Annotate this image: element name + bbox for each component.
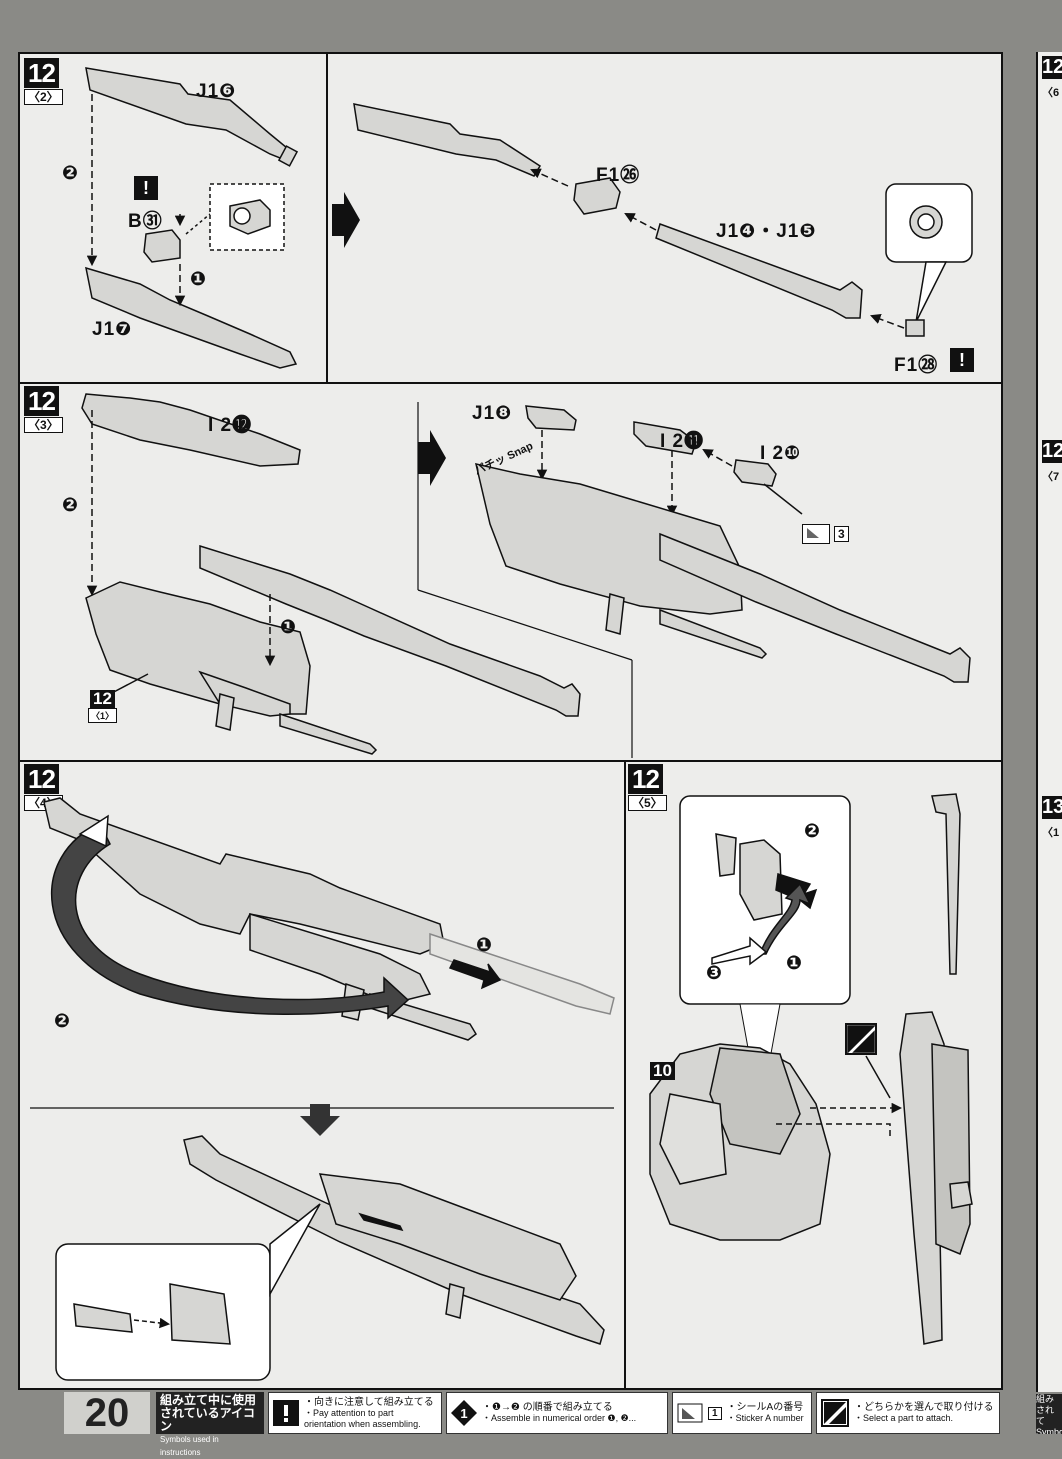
- legend-caution-text: ・向きに注意して組み立てる ・Pay attention to part ori…: [304, 1397, 437, 1430]
- order-3: ❸: [706, 963, 724, 984]
- label-i2-10: I 2❿: [760, 443, 802, 464]
- legend-order: 1 ・❶→❷ の順番で組み立てる ・Assemble in numerical …: [446, 1392, 668, 1434]
- order-2: ❷: [62, 495, 80, 516]
- legend-sticker-text: ・シールAの番号 ・Sticker A number: [727, 1402, 804, 1424]
- panel-5-art: [649, 793, 973, 1345]
- label-j1-6: J1❻: [196, 81, 237, 102]
- legend-select-text: ・どちらかを選んで取り付ける ・Select a part to attach.: [854, 1402, 994, 1424]
- label-i2-11: I 2⓫: [660, 431, 705, 452]
- instruction-page: 12 〈2〉 12 〈3〉 12 〈4〉 12 〈5〉: [18, 52, 1003, 1390]
- row-divider-2: [20, 760, 1001, 762]
- assembly-illustrations: [30, 67, 973, 1381]
- caution-icon-f1-28: !: [950, 348, 974, 372]
- panel-2b-art: [353, 103, 973, 337]
- step-12-2: 12 〈2〉: [24, 58, 63, 105]
- panel-4-art: [43, 797, 615, 1041]
- legend-select-jp: ・どちらかを選んで取り付ける: [854, 1402, 994, 1413]
- order-2: ❷: [62, 163, 80, 184]
- step-12-3: 12 〈3〉: [24, 386, 63, 433]
- order-1: ❶: [476, 935, 494, 956]
- edge-footer: 組み されて Symbo: [1036, 1394, 1062, 1434]
- page-number: 20: [64, 1392, 150, 1434]
- next-page-edge: 12 〈6 12 〈7 13 〈1: [1036, 52, 1062, 1392]
- ref-number: 10: [650, 1062, 675, 1080]
- label-j1-4-j1-5: J1❹・J1❺: [716, 221, 817, 242]
- legend-order-en: ・Assemble in numerical order ❶, ❷...: [482, 1413, 637, 1423]
- step-12-5: 12 〈5〉: [628, 764, 667, 811]
- order-2: ❷: [54, 1011, 72, 1032]
- label-j1-7: J1❼: [92, 319, 133, 340]
- legend-caution: ・向きに注意して組み立てる ・Pay attention to part ori…: [268, 1392, 442, 1434]
- col-divider-top: [326, 54, 328, 382]
- edge-sub-2: 〈7: [1042, 471, 1060, 483]
- step-number: 12: [24, 58, 59, 88]
- panel-2-art: [85, 67, 299, 369]
- legend-sticker-number: 1: [708, 1406, 722, 1420]
- legend-caution-en: ・Pay attention to part orientation when …: [304, 1407, 421, 1429]
- step-number: 12: [628, 764, 663, 794]
- choose-one-icon: [821, 1399, 849, 1427]
- legend-select: ・どちらかを選んで取り付ける ・Select a part to attach.: [816, 1392, 1000, 1434]
- label-j1-8: J1❽: [472, 403, 513, 424]
- label-f1-28: F1㉘: [894, 355, 939, 376]
- order-icon: 1: [451, 1400, 477, 1426]
- ref-sub: 〈1〉: [88, 708, 118, 723]
- step-ref-10: 10: [650, 1062, 675, 1080]
- legend-sticker-en: ・Sticker A number: [726, 1413, 804, 1423]
- legend-title-en: Symbols used in instructions: [160, 1435, 219, 1457]
- sticker-a-indicator: 3: [802, 524, 849, 544]
- order-1: ❶: [280, 617, 298, 638]
- step-sub: 〈2〉: [24, 89, 63, 105]
- step-number: 12: [24, 386, 59, 416]
- legend-order-jp: ・❶→❷ の順番で組み立てる: [482, 1402, 613, 1413]
- edge-step-1: 12: [1042, 56, 1062, 79]
- step-number: 12: [24, 764, 59, 794]
- caution-icon: !: [134, 176, 158, 200]
- legend-select-en: ・Select a part to attach.: [854, 1413, 954, 1423]
- edge-sub-1: 〈6: [1042, 87, 1060, 99]
- footer-legend: 20 組み立て中に使用されているアイコン Symbols used in ins…: [0, 1392, 1062, 1457]
- edge-step-2: 12: [1042, 440, 1062, 463]
- panel-3b-art: [474, 405, 971, 683]
- step-sub: 〈5〉: [628, 795, 667, 811]
- edge-sub-3: 〈1: [1042, 827, 1060, 839]
- legend-sticker: 1 ・シールAの番号 ・Sticker A number: [672, 1392, 812, 1434]
- order-1: ❶: [190, 269, 208, 290]
- legend-caution-jp: ・向きに注意して組み立てる: [304, 1396, 434, 1408]
- label-f1-26: F1㉖: [596, 165, 641, 186]
- sticker-icon: [802, 524, 830, 544]
- sticker-icon: [677, 1403, 703, 1423]
- step-sub: 〈3〉: [24, 417, 63, 433]
- step-ref-12-1: 12 〈1〉: [88, 690, 118, 723]
- col-divider-bottom: [624, 762, 626, 1390]
- panel-3-art: [81, 393, 581, 755]
- edge-step-3: 13: [1042, 796, 1062, 819]
- caution-icon: [273, 1400, 299, 1426]
- sticker-number: 3: [834, 526, 849, 542]
- legend-title-jp: 組み立て中に使用されているアイコン: [160, 1393, 257, 1433]
- label-i2-12: I 2⓬: [208, 415, 253, 436]
- row-divider-1: [20, 382, 1001, 384]
- svg-text:1: 1: [460, 1406, 467, 1421]
- legend-sticker-jp: ・シールAの番号: [726, 1402, 804, 1413]
- legend-title: 組み立て中に使用されているアイコン Symbols used in instru…: [156, 1392, 264, 1457]
- ref-number: 12: [90, 690, 115, 708]
- legend-order-text: ・❶→❷ の順番で組み立てる ・Assemble in numerical or…: [482, 1402, 636, 1424]
- panel-4b-art: [55, 1135, 605, 1381]
- order-1: ❶: [786, 953, 804, 974]
- order-2: ❷: [804, 821, 822, 842]
- label-b31: B㉛: [128, 211, 163, 232]
